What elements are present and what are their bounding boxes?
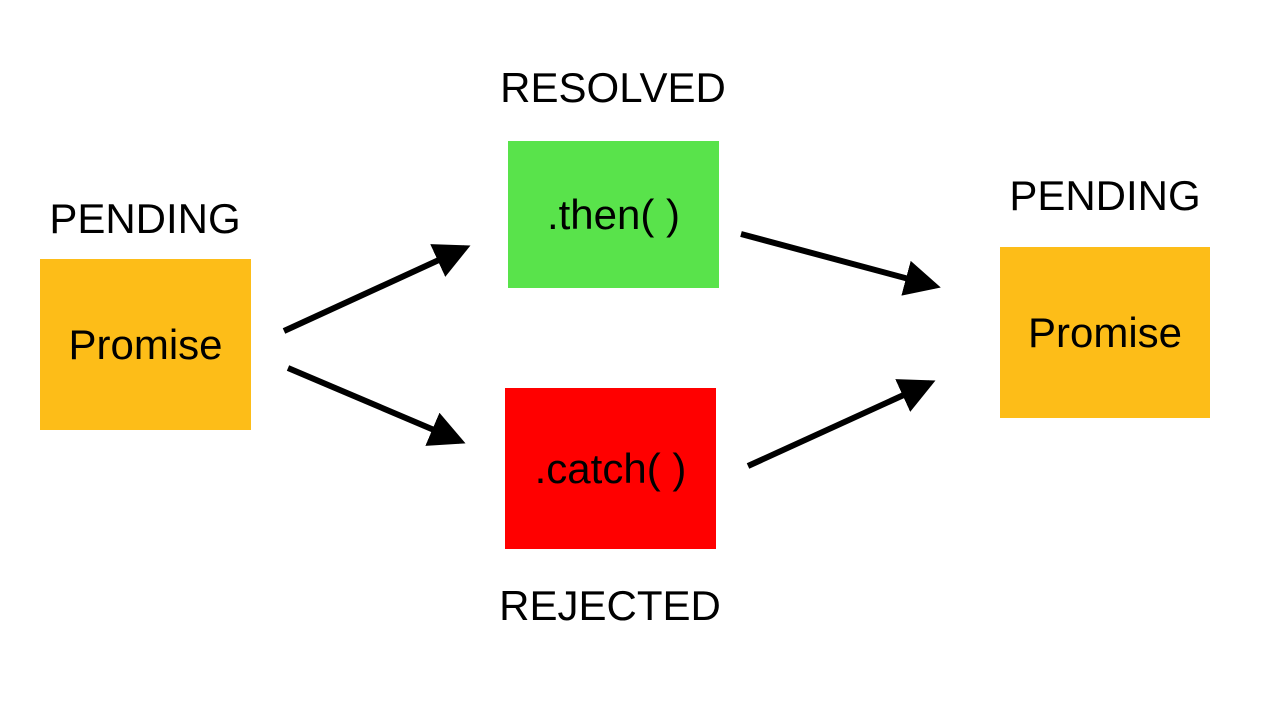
arrow-catch-to-promise [746,379,936,469]
catch-box: .catch( ) [505,388,716,549]
rejected-label: REJECTED [499,582,721,629]
right-promise-box: Promise [1000,247,1210,418]
left-pending-label: PENDING [49,195,241,242]
catch-text: .catch( ) [534,444,687,492]
arrow-promise-to-catch [286,365,466,446]
then-text: .then( ) [546,190,681,238]
right-pending-label: PENDING [1009,172,1201,219]
resolved-label: RESOLVED [500,64,726,111]
then-box: .then( ) [508,141,719,288]
left-promise-text: Promise [68,320,223,368]
left-promise-box: Promise [40,259,251,430]
right-promise-text: Promise [1027,308,1183,356]
arrow-then-to-promise [740,231,941,296]
arrow-promise-to-then [282,244,471,334]
